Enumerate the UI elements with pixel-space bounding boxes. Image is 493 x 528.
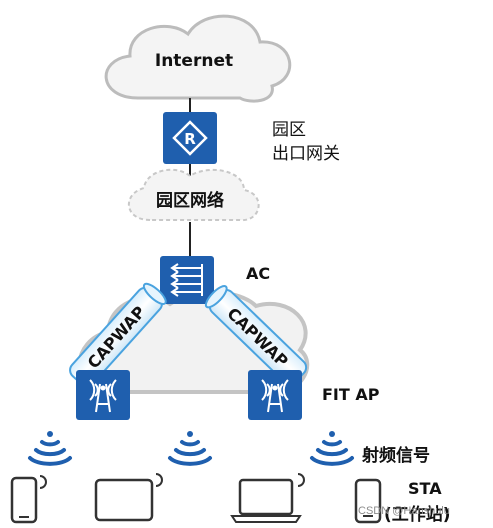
laptop-icon	[230, 473, 305, 523]
router-icon: R	[163, 112, 217, 164]
rf-signal-icon	[310, 431, 354, 466]
gateway-label: 园区 出口网关	[272, 118, 340, 166]
sta-label: STA	[408, 479, 442, 498]
gateway-label-line1: 园区	[272, 120, 306, 140]
internet-cloud: Internet	[104, 14, 292, 103]
smartphone-icon	[10, 475, 47, 524]
campus-network-cloud: 园区网络	[127, 168, 260, 222]
campus-network-label: 园区网络	[156, 190, 224, 211]
ac-label: AC	[246, 264, 271, 283]
ac-controller-icon	[160, 256, 214, 304]
rf-signal-label: 射频信号	[362, 446, 430, 466]
internet-label: Internet	[155, 51, 233, 71]
smartphone-icon	[354, 478, 382, 524]
fit-ap-right-icon	[248, 370, 302, 420]
svg-text:R: R	[184, 130, 196, 148]
tablet-icon	[94, 473, 163, 522]
fit-ap-label: FIT AP	[322, 385, 380, 404]
fit-ap-left-icon	[76, 370, 130, 420]
rf-signal-icon	[168, 431, 212, 466]
rf-signal-icon	[28, 431, 72, 466]
watermark: CSDN @Hanshulu	[358, 505, 450, 517]
gateway-label-line2: 出口网关	[272, 144, 340, 164]
sta-sublabel: (工作站)	[384, 505, 451, 525]
